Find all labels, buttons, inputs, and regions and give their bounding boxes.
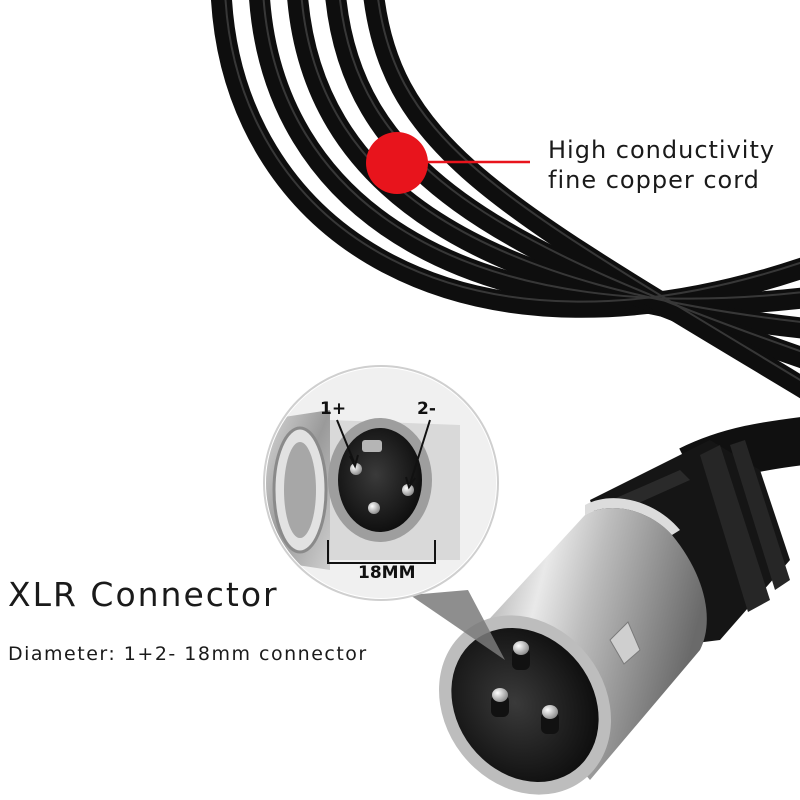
pin-positive-label: 1+	[320, 399, 347, 419]
callout-text-line1: High conductivity	[548, 136, 776, 164]
product-title: XLR Connector	[8, 575, 279, 614]
callout-text-line2: fine copper cord	[548, 166, 760, 194]
inset-magnifier	[263, 365, 499, 601]
callout-marker	[366, 132, 428, 194]
connector-barrel	[470, 498, 707, 780]
connector-pins	[491, 641, 559, 734]
zoom-beam	[410, 590, 505, 660]
cable-coil	[211, 0, 800, 399]
product-description: Diameter: 1+2- 18mm connector	[8, 643, 368, 665]
pin-negative-label: 2-	[417, 399, 436, 419]
connector-face	[439, 615, 611, 795]
dimension-label: 18MM	[358, 563, 416, 583]
